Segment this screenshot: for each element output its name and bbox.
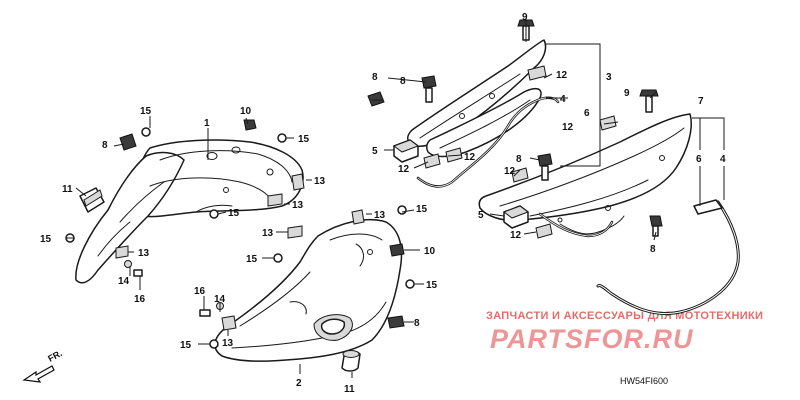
part-11-grommet-bottom <box>341 350 361 372</box>
callout-9-top: 9 <box>522 12 528 23</box>
callout-12-bottom: 12 <box>510 230 522 241</box>
watermark-brand: PARTSFOR.RU <box>490 324 694 354</box>
callout-8-upper: 8 <box>400 76 406 87</box>
callout-8-bottom: 8 <box>414 318 420 329</box>
callout-6-right: 6 <box>696 154 702 165</box>
callout-15-upper-left: 15 <box>140 106 152 117</box>
clips-12 <box>423 65 617 239</box>
callout-10-lower: 10 <box>424 246 436 257</box>
part-4-drain-hose <box>596 199 740 316</box>
callout-12-right: 12 <box>562 122 574 133</box>
callouts: 9 3 12 4 6 8 8 5 12 12 8 12 12 9 7 6 4 5… <box>40 12 726 395</box>
callout-15-far-left: 15 <box>40 234 52 245</box>
front-arrow: FR. <box>22 348 64 383</box>
callout-1: 1 <box>204 118 210 129</box>
part-wire-lower <box>538 212 614 238</box>
callout-13-bottom: 13 <box>222 338 234 349</box>
callout-8-left: 8 <box>102 140 108 151</box>
diagram-code: HW54FI600 <box>620 376 668 386</box>
callout-12-left: 12 <box>398 164 410 175</box>
callout-15-right: 15 <box>426 280 438 291</box>
callout-15-upper-right: 15 <box>298 134 310 145</box>
callout-14-left: 14 <box>118 276 130 287</box>
callout-8-upper-left: 8 <box>372 72 378 83</box>
callout-13-upper: 13 <box>314 176 326 187</box>
callout-11-left: 11 <box>62 184 73 195</box>
part-2-lower-cover <box>214 218 403 362</box>
callout-8-mid: 8 <box>516 154 522 165</box>
callout-10-upper: 10 <box>240 106 252 117</box>
callout-12-top: 12 <box>556 70 568 81</box>
leader-lines <box>66 20 725 378</box>
part-11-grommet-left <box>79 187 105 213</box>
callout-15-lower: 15 <box>246 254 258 265</box>
callout-16-bottom: 16 <box>194 286 206 297</box>
part-5-cushion-upper <box>392 139 420 163</box>
callout-4-upper: 4 <box>560 94 566 105</box>
callout-4-right: 4 <box>720 154 726 165</box>
callout-13-center: 13 <box>374 210 386 221</box>
callout-13-mid: 13 <box>292 200 304 211</box>
callout-14-bottom: 14 <box>214 294 226 305</box>
part-wire-upper <box>416 96 560 188</box>
clip-nuts-13 <box>115 173 365 331</box>
callout-5-lower: 5 <box>478 210 484 221</box>
watermark: ЗАПЧАСТИ И АКСЕССУАРЫ ДЛЯ МОТОТЕХНИКИ PA… <box>486 310 763 354</box>
callout-5-upper: 5 <box>372 146 378 157</box>
watermark-tagline: ЗАПЧАСТИ И АКСЕССУАРЫ ДЛЯ МОТОТЕХНИКИ <box>486 310 763 322</box>
callout-15-center: 15 <box>416 204 428 215</box>
part-3-upper-rail <box>407 39 547 158</box>
callout-2: 2 <box>296 378 302 389</box>
front-arrow-label: FR. <box>46 348 63 364</box>
callout-6-upper: 6 <box>584 108 590 119</box>
callout-9-right: 9 <box>624 88 630 99</box>
part-5-cushion-lower <box>502 205 530 229</box>
part-1-side-cover-left <box>75 139 304 284</box>
callout-16-left: 16 <box>134 294 146 305</box>
callout-12-center: 12 <box>504 166 516 177</box>
callout-15-mid: 15 <box>228 208 240 219</box>
callout-7: 7 <box>698 96 704 107</box>
callout-11-bottom: 11 <box>344 384 355 395</box>
callout-13-left: 13 <box>262 228 274 239</box>
callout-12-mid: 12 <box>464 152 476 163</box>
callout-13-bottom-left: 13 <box>138 248 150 259</box>
callout-8-right: 8 <box>650 244 656 255</box>
callout-3: 3 <box>606 72 612 83</box>
callout-15-bottom: 15 <box>180 340 192 351</box>
